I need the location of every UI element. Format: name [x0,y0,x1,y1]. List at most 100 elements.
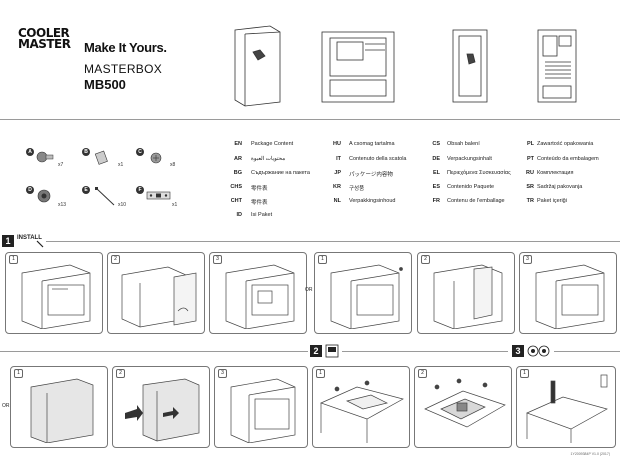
lang-text-tr: Paket içeriği [537,198,567,204]
cooler-master-logo: COOLER MASTER [18,26,72,72]
case-side-open-view [321,31,395,103]
step-number: 2 [421,255,430,264]
or-label-1: OR [305,287,313,293]
model-name: MASTERBOX [84,62,163,76]
step-number: 2 [111,255,120,264]
step-box-1-1: 1 [5,252,103,334]
bracket-f-icon [146,191,171,200]
step-box-2-4: 1 [312,366,410,448]
lang-code-pl: PL [526,141,534,147]
logo-line-1: COOLER [18,26,70,40]
part-letter-c: C [136,148,144,156]
lang-text-id: Isi Paket [251,212,273,218]
part-letter-f: F [136,186,144,194]
lang-code-it: IT [336,156,341,162]
part-letter-a: A [26,148,34,156]
step-number: 1 [9,255,18,264]
lang-code-es: ES [432,184,440,190]
lang-text-kr: 구성품 [349,186,365,192]
cable-tie-e-icon [95,187,115,206]
lang-code-id: ID [236,212,243,218]
step-number: 3 [218,369,227,378]
part-qty-b: x1 [118,162,124,168]
logo-line-2: MASTER [18,37,71,51]
case-illustration [30,378,94,443]
step-number: 1 [14,369,23,378]
case-illustration [433,264,503,329]
case-illustration [225,264,295,329]
divider-section-3-right [554,351,620,352]
lang-code-cht: CHT [230,198,242,204]
step-box-2-1: 1 [10,366,108,448]
screw-a-icon [36,151,54,163]
lang-code-cs: CS [432,141,440,147]
lang-text-en: Package Content [251,141,294,147]
section-3-badge: 3 [512,345,524,357]
lang-text-de: Verpackungsinhalt [447,156,492,162]
step-number: 1 [318,255,327,264]
lang-text-cht: 零件表 [251,200,268,206]
lang-code-tr: TR [526,198,534,204]
lang-code-bg: BG [233,170,242,176]
lang-code-sr: SR [526,184,534,190]
lang-code-nl: NL [333,198,341,204]
lang-code-ru: RU [526,170,534,176]
step-number: 1 [316,369,325,378]
or-label-2: OR [2,403,10,409]
motherboard-illustration [424,378,506,428]
part-letter-b: B [82,148,90,156]
divider-section-1 [46,241,620,242]
lang-code-kr: KR [333,184,341,190]
lang-text-pl: Zawartość opakowania [537,141,594,147]
step-box-1-5: 2 [417,252,515,334]
fan-icon [527,345,550,357]
lang-code-en: EN [234,141,242,147]
part-letter-d: D [26,186,34,194]
lang-text-nl: Verpakkingsinhoud [349,198,396,204]
lang-code-el: EL [432,170,440,176]
lang-text-es: Contenido Paquete [447,184,495,190]
case-illustration [330,264,403,329]
lang-text-hu: A csomag tartalma [349,141,395,147]
lang-text-it: Contenuto della scatola [349,156,407,162]
lang-code-pt: PT [526,156,534,162]
lang-text-jp: パッケージ内容物 [349,172,393,178]
document-code: 1Y2009384P V1.0 (2017) [570,452,610,456]
screw-c-icon [150,152,162,164]
parts-list: A x7 B x1 C x8 D x13 E x10 F x1 [0,120,230,230]
section-1-badge: 1 [2,235,14,247]
divider-section-2-left [0,351,308,352]
case-illustration [535,264,605,329]
lang-text-chs: 零件表 [251,186,268,192]
lang-code-fr: FR [432,198,440,204]
step-box-1-6: 3 [519,252,617,334]
case-illustration [121,266,197,328]
lang-code-ar: AR [234,156,242,162]
case-views [234,25,577,107]
case-illustration [230,378,296,443]
lang-text-fr: Contenu de l'emballage [447,198,505,204]
case-illustration [125,378,200,442]
step-box-2-3: 3 [214,366,308,448]
divider-section-2-right [342,351,508,352]
screwdriver-icon [36,240,44,248]
tagline: Make It Yours. [84,40,167,55]
drive-icon [325,344,339,358]
case-rear-view [537,29,577,103]
drive-bay-illustration [320,380,404,443]
case-illustration [21,264,91,329]
section-2-badge: 2 [310,345,322,357]
case-front-view [234,25,281,107]
step-box-1-4: 1 [314,252,412,334]
part-qty-d: x13 [58,202,67,208]
divider-top [0,119,620,120]
part-letter-e: E [82,186,90,194]
lang-text-bg: Съдържание на пакета [251,170,310,176]
lang-text-ar: محتويات العبوة [251,156,286,162]
screw-d-icon [37,189,51,203]
step-box-1-2: 2 [107,252,205,334]
standoff-b-icon [94,150,108,165]
lang-text-el: Περιεχόμενα Συσκευασίας [447,170,511,176]
fan-install-illustration [526,374,608,443]
step-box-2-6: 1 [516,366,616,448]
